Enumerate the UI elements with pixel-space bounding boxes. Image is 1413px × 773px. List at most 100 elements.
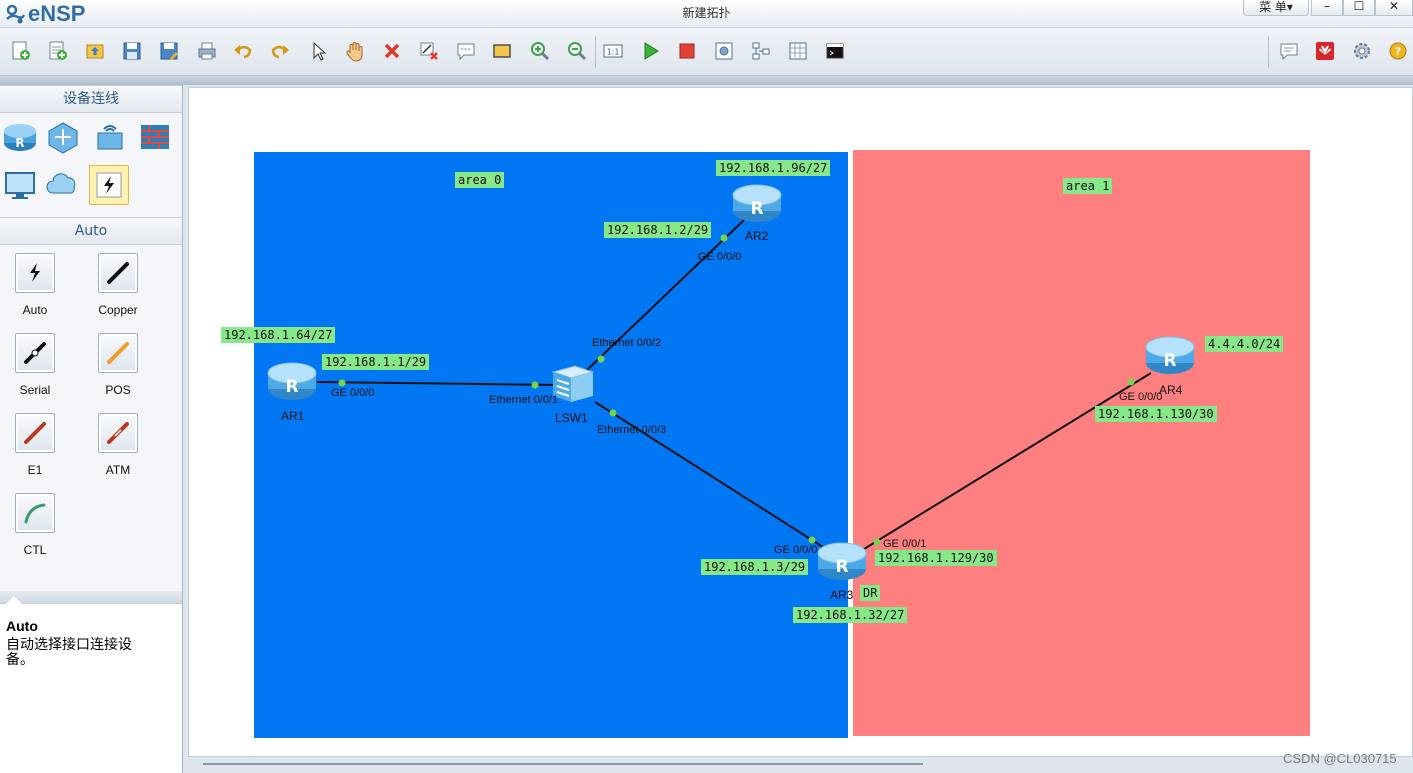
palette-icon[interactable] (489, 38, 515, 64)
ar3-interface-label: 192.168.1.3/29 (701, 559, 809, 575)
description-divider (0, 591, 182, 603)
left-panel: 设备连线 R Auto Auto Copper (0, 85, 183, 773)
window-title: 新建拓扑 (682, 6, 731, 20)
ar1-interface-label: 192.168.1.1/29 (322, 354, 430, 370)
link-ar3-ar4[interactable] (863, 372, 1152, 550)
title-bar: eNSP 新建拓扑 菜 单▾ – ☐ ✕ (0, 0, 1413, 28)
switch-device-icon[interactable] (43, 117, 83, 157)
cable-auto[interactable]: Auto (0, 253, 70, 333)
description-text: 自动选择接口连接设备。 (6, 637, 132, 668)
svg-text:R: R (285, 377, 298, 397)
ar1-router-icon[interactable]: R (267, 357, 317, 403)
delete-icon[interactable] (379, 38, 405, 64)
e1-cable-icon (15, 413, 55, 453)
cable-label: Copper (98, 303, 138, 317)
chat-icon[interactable] (1276, 38, 1302, 64)
zoom-in-icon[interactable] (527, 38, 553, 64)
svg-text:R: R (835, 557, 848, 577)
ar3-network-label: 192.168.1.32/27 (793, 607, 908, 623)
cable-label: POS (105, 383, 131, 397)
ar3-interface-1-label: 192.168.1.129/30 (875, 550, 997, 566)
cable-label: ATM (105, 463, 131, 477)
toolbar-divider (0, 76, 1413, 85)
horizontal-scrollbar[interactable] (203, 763, 923, 765)
area-1-region[interactable] (853, 150, 1310, 736)
area-0-label: area 0 (455, 172, 505, 188)
cable-atm[interactable]: ATM (83, 413, 153, 493)
ar2-network-label: 192.168.1.96/27 (716, 160, 831, 176)
port-dot (609, 409, 617, 417)
select-icon[interactable] (305, 38, 331, 64)
cable-copper[interactable]: Copper (83, 253, 153, 333)
ar3-router-icon[interactable]: R (817, 537, 867, 583)
port-dot (808, 536, 816, 544)
app-name: eNSP (28, 1, 86, 26)
ar4-router-icon[interactable]: R (1145, 331, 1195, 377)
maximize-button[interactable]: ☐ (1343, 0, 1375, 16)
main-menu-button[interactable]: 菜 单▾ (1243, 0, 1309, 16)
pc-device-icon[interactable] (0, 165, 40, 205)
lsw1-switch-icon[interactable] (549, 362, 597, 406)
text-icon[interactable] (453, 38, 479, 64)
canvas-frame: area 0 area 1 R AR1 R AR2 R AR3 R AR4 LS… (183, 85, 1413, 773)
area-1-label: area 1 (1063, 178, 1113, 194)
cable-pos[interactable]: POS (83, 333, 153, 413)
grid-icon[interactable] (785, 38, 811, 64)
lsw1-port-1-label: Ethernet 0/0/1 (489, 394, 559, 406)
app-logo: eNSP (4, 1, 86, 26)
area-0-region[interactable] (254, 152, 848, 738)
save-icon[interactable] (119, 38, 145, 64)
topology-canvas[interactable]: area 0 area 1 R AR1 R AR2 R AR3 R AR4 LS… (188, 87, 1413, 757)
cable-ctl[interactable]: CTL (0, 493, 70, 573)
help-icon[interactable]: ? (1385, 38, 1411, 64)
huawei-icon[interactable] (1312, 38, 1338, 64)
ar1-label: AR1 (281, 409, 305, 423)
ar3-dr-badge: DR (860, 585, 881, 601)
toolbar: 1:1 ? (0, 28, 1413, 76)
start-device-icon[interactable] (637, 38, 663, 64)
stop-device-icon[interactable] (674, 38, 700, 64)
ctl-cable-icon (15, 493, 55, 533)
cable-label: CTL (23, 543, 47, 557)
ar2-interface-label: 192.168.1.2/29 (604, 222, 712, 238)
svg-text:1:1: 1:1 (607, 48, 620, 57)
undo-icon[interactable] (230, 38, 256, 64)
lsw1-label: LSW1 (555, 411, 588, 425)
capture-icon[interactable] (711, 38, 737, 64)
redo-icon[interactable] (267, 38, 293, 64)
new-topology-icon[interactable] (8, 38, 34, 64)
atm-cable-icon (98, 413, 138, 453)
delete-link-icon[interactable] (416, 38, 442, 64)
settings-icon[interactable] (1349, 38, 1375, 64)
open-icon[interactable] (82, 38, 108, 64)
link-ar1-lsw1[interactable] (316, 381, 560, 386)
fit-icon[interactable]: 1:1 (600, 38, 626, 64)
ar2-router-icon[interactable]: R (732, 179, 782, 225)
close-button[interactable]: ✕ (1375, 0, 1413, 16)
toolbar-separator (595, 36, 596, 68)
port-dot (873, 538, 881, 546)
port-dot (597, 355, 605, 363)
cloud-device-icon[interactable] (43, 165, 83, 205)
pan-hand-icon[interactable] (342, 38, 368, 64)
topology-icon[interactable] (748, 38, 774, 64)
cable-e1[interactable]: E1 (0, 413, 70, 493)
ar3-port-0-label: GE 0/0/0 (774, 544, 818, 556)
auto-link-device-icon[interactable] (89, 165, 129, 205)
router-device-icon[interactable]: R (0, 117, 40, 157)
port-dot (1127, 378, 1135, 386)
cable-serial[interactable]: Serial (0, 333, 70, 413)
link-lsw1-ar3[interactable] (594, 401, 827, 550)
zoom-out-icon[interactable] (564, 38, 590, 64)
ar4-port-label: GE 0/0/0 (1119, 391, 1163, 403)
port-dot (720, 234, 728, 242)
print-icon[interactable] (194, 38, 220, 64)
cli-icon[interactable] (822, 38, 848, 64)
wlan-device-icon[interactable] (90, 117, 130, 157)
save-as-icon[interactable] (156, 38, 182, 64)
firewall-device-icon[interactable] (135, 117, 175, 157)
new-exam-icon[interactable] (45, 38, 71, 64)
link-lsw1-ar2[interactable] (586, 219, 745, 371)
cables-header: Auto (0, 217, 182, 245)
minimize-button[interactable]: – (1311, 0, 1343, 16)
